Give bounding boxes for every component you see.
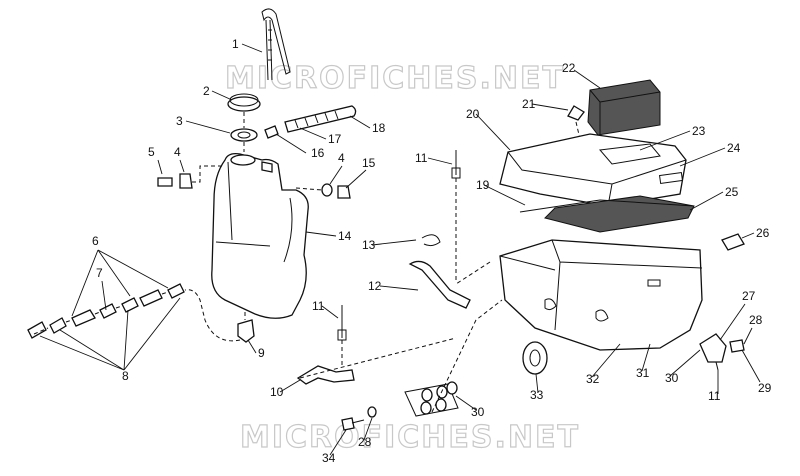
callout-3: 3 (176, 114, 183, 128)
callout-31: 31 (636, 366, 650, 380)
callout-27: 27 (742, 289, 756, 303)
watermark-top: MICROFICHES.NET (225, 61, 565, 96)
callout-22: 22 (562, 61, 576, 75)
callout-29: 29 (758, 381, 772, 395)
callout-28a: 28 (749, 313, 763, 327)
callout-11b: 11 (415, 151, 428, 165)
callout-12: 12 (368, 279, 382, 293)
callout-8: 8 (122, 369, 129, 383)
callout-16: 16 (311, 146, 325, 160)
fuel-tank-group (157, 8, 357, 385)
watermark-bottom: MICROFICHES.NET (240, 420, 580, 455)
callout-30b: 30 (665, 371, 679, 385)
callout-20: 20 (466, 107, 480, 121)
callout-9: 9 (258, 346, 265, 360)
callout-15: 15 (362, 156, 376, 170)
callout-7: 7 (96, 266, 103, 280)
callout-1: 1 (232, 37, 239, 51)
callout-4a: 4 (174, 145, 181, 159)
callout-6: 6 (92, 234, 99, 248)
callout-labels: 1 2 3 4 4 5 6 7 8 9 10 11 11 11 12 13 14… (92, 37, 772, 465)
callout-13: 13 (362, 238, 376, 252)
callout-32: 32 (586, 372, 600, 386)
callout-30a: 30 (471, 405, 485, 419)
callout-5: 5 (148, 145, 155, 159)
callout-34: 34 (322, 451, 336, 465)
callout-11c: 11 (708, 389, 721, 403)
air-box-group (299, 79, 745, 431)
callout-26: 26 (756, 226, 770, 240)
callout-18: 18 (372, 121, 386, 135)
fuel-line-group (27, 283, 185, 339)
callout-33: 33 (530, 388, 544, 402)
callout-24: 24 (727, 141, 741, 155)
callout-17: 17 (328, 132, 342, 146)
callout-14: 14 (338, 229, 352, 243)
callout-25: 25 (725, 185, 739, 199)
callout-2: 2 (203, 84, 210, 98)
callout-11a: 11 (312, 299, 325, 313)
callout-19: 19 (476, 178, 490, 192)
callout-21: 21 (522, 97, 536, 111)
callout-10: 10 (270, 385, 284, 399)
callout-23: 23 (692, 124, 706, 138)
leader-lines (39, 43, 761, 456)
callout-28b: 28 (358, 435, 372, 449)
callout-4b: 4 (338, 151, 345, 165)
